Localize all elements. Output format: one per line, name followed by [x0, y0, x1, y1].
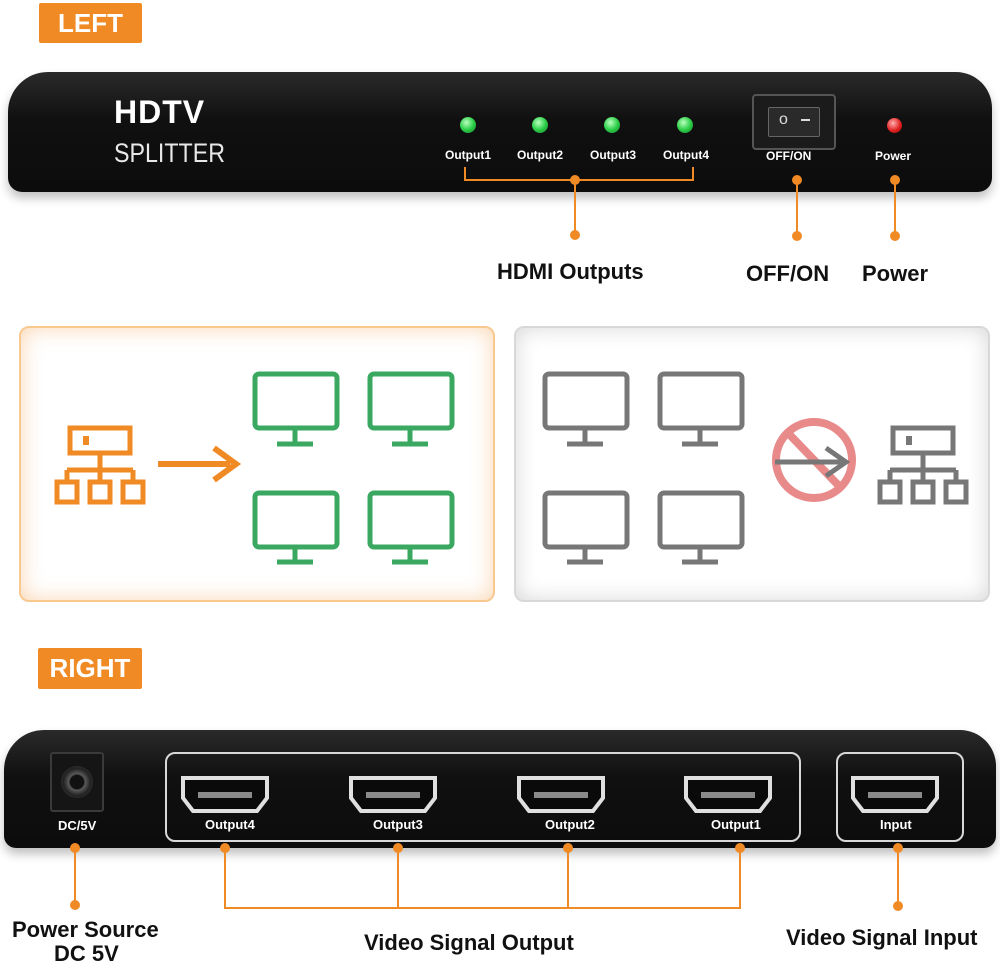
left-tag: LEFT	[39, 3, 142, 43]
dc-label: DC/5V	[58, 818, 97, 833]
led-output3	[604, 117, 620, 133]
monitor-icon-gray-2	[657, 371, 745, 447]
monitor-icon-2	[367, 371, 455, 447]
hdmi-port-output1	[684, 776, 772, 813]
power-led	[887, 118, 902, 133]
led-label-output1: Output1	[445, 148, 491, 162]
callout-dc-5v: DC 5V	[54, 941, 119, 966]
right-tag: RIGHT	[38, 648, 142, 689]
monitor-icon-gray-1	[542, 371, 630, 447]
arrow-right-icon	[158, 445, 242, 483]
monitor-icon-4	[367, 490, 455, 565]
hdmi-port-output4	[181, 776, 269, 813]
monitor-icon-3	[252, 490, 340, 565]
network-hub-icon	[54, 425, 146, 505]
led-label-output4: Output4	[663, 148, 709, 162]
hdmi-port-output3	[349, 776, 437, 813]
callout-hdmi-outputs: HDMI Outputs	[497, 259, 644, 284]
switch-label: OFF/ON	[766, 149, 812, 163]
led-label-output2: Output2	[517, 148, 563, 162]
dc-jack	[50, 752, 104, 812]
led-label-output3: Output3	[590, 148, 636, 162]
output-ports-frame	[165, 752, 801, 842]
brand-splitter: SPLITTER	[114, 138, 225, 168]
led-output4	[677, 117, 693, 133]
monitor-icon-gray-4	[657, 490, 745, 565]
hdmi-port-output2	[517, 776, 605, 813]
no-entry-icon	[772, 418, 856, 502]
monitor-icon-1	[252, 371, 340, 447]
splitter-back-panel	[4, 730, 996, 848]
callout-off-on: OFF/ON	[746, 261, 830, 286]
hdmi-port-input	[851, 776, 939, 813]
brand-hdtv: HDTV	[114, 94, 206, 130]
callout-power-source: Power Source	[12, 917, 159, 942]
port-label-output3: Output3	[373, 817, 423, 832]
port-label-output2: Output2	[545, 817, 595, 832]
port-label-output1: Output1	[711, 817, 761, 832]
callout-video-signal-output: Video Signal Output	[364, 930, 574, 955]
off-on-switch[interactable]: o	[752, 94, 836, 150]
led-output1	[460, 117, 476, 133]
callout-video-signal-input: Video Signal Input	[786, 925, 978, 950]
led-output2	[532, 117, 548, 133]
monitor-icon-gray-3	[542, 490, 630, 565]
input-port-frame	[836, 752, 964, 842]
port-label-output4: Output4	[205, 817, 255, 832]
port-label-input: Input	[880, 817, 912, 832]
power-led-label: Power	[875, 149, 912, 163]
switch-rocker: o	[768, 107, 820, 137]
callout-power: Power	[862, 261, 929, 286]
network-hub-icon-gray	[877, 425, 969, 505]
